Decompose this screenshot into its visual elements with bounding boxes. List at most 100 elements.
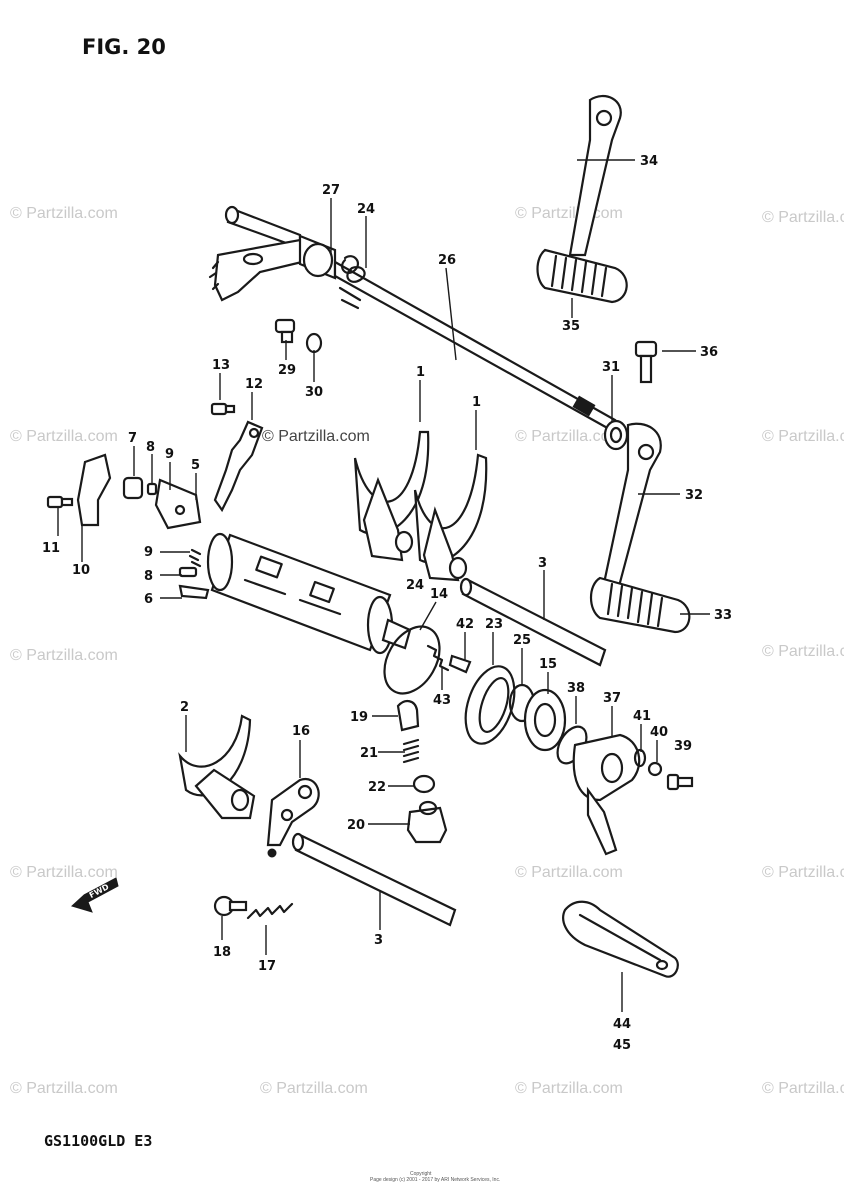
- callout: 16: [292, 724, 310, 739]
- callout: 7: [128, 431, 137, 446]
- callout: 25: [513, 633, 531, 648]
- shift-pedal-lower: [589, 422, 691, 634]
- callout: 31: [602, 360, 620, 375]
- watermark: © Partzilla.com: [515, 428, 623, 445]
- gearshift-fork-1b: [413, 453, 488, 582]
- fwd-label: FWD: [88, 882, 111, 900]
- watermark: © Partzilla.com: [10, 428, 118, 445]
- model-code: GS1100GLD E3: [44, 1132, 152, 1150]
- pin-18: [213, 895, 248, 917]
- watermark: © Partzilla.com: [10, 1080, 118, 1097]
- copyright-line: Page design (c) 2001 - 2017 by ARI Netwo…: [370, 1177, 500, 1183]
- callout: 32: [685, 488, 703, 503]
- callout: 14: [430, 587, 448, 602]
- watermark: © Partzilla.com: [260, 1080, 368, 1097]
- callout: 38: [567, 681, 585, 696]
- cover-37: [572, 733, 641, 856]
- leader-lines: [57, 159, 710, 1012]
- shift-arm-16: [266, 777, 320, 858]
- gearshift-fork-2: [178, 714, 256, 820]
- watermark: © Partzilla.com: [10, 647, 118, 664]
- watermark: © Partzilla.com: [762, 864, 844, 881]
- watermark: © Partzilla.com: [762, 428, 844, 445]
- gearshift-shaft-assembly: [208, 205, 617, 432]
- ring-41: [633, 748, 647, 768]
- callout: 5: [191, 458, 200, 473]
- callout: 24: [406, 578, 424, 593]
- bolt-29: [274, 318, 296, 344]
- callout: 23: [485, 617, 503, 632]
- figure-title: FIG. 20: [82, 35, 166, 59]
- callout: 33: [714, 608, 732, 623]
- callout: 21: [360, 746, 378, 761]
- watermark: © Partzilla.com: [515, 205, 623, 222]
- callout: 9: [144, 545, 153, 560]
- callout: 30: [305, 385, 323, 400]
- callout: 13: [212, 358, 230, 373]
- callout: 35: [562, 319, 580, 334]
- callout: 22: [368, 780, 386, 795]
- callout-numbers: 27 24 26 34 35 36 31 32 33 29 30 13 12 1…: [42, 154, 732, 1053]
- callout: 17: [258, 959, 276, 974]
- callout: 24: [357, 202, 375, 217]
- callout: 44: [613, 1017, 631, 1032]
- washer-31: [603, 419, 629, 451]
- callout: 1: [416, 365, 425, 380]
- watermark: © Partzilla.com: [10, 205, 118, 222]
- callout: 41: [633, 709, 651, 724]
- callout: 39: [674, 739, 692, 754]
- watermark: © Partzilla.com: [10, 864, 118, 881]
- shift-pedal-upper: [536, 94, 628, 304]
- callout: 8: [144, 569, 153, 584]
- watermark: © Partzilla.com: [515, 864, 623, 881]
- callout: 29: [278, 363, 296, 378]
- callout: 20: [347, 818, 365, 833]
- callout: 34: [640, 154, 658, 169]
- callout: 2: [180, 700, 189, 715]
- watermarks: © Partzilla.com © Partzilla.com © Partzi…: [10, 205, 844, 1097]
- bolt-39: [666, 773, 694, 791]
- watermark: © Partzilla.com: [762, 209, 844, 226]
- callout: 36: [700, 345, 718, 360]
- callout: 9: [165, 447, 174, 462]
- forward-arrow-icon: FWD: [71, 877, 119, 913]
- gearshift-fork-1a: [353, 430, 430, 562]
- bearing-15: [523, 688, 567, 752]
- callout: 3: [538, 556, 547, 571]
- watermark: © Partzilla.com: [262, 428, 370, 445]
- callout: 43: [433, 693, 451, 708]
- bolt-36: [634, 340, 658, 384]
- callout: 40: [650, 725, 668, 740]
- watermark: © Partzilla.com: [515, 1080, 623, 1097]
- gearshift-cam-drum: [206, 532, 412, 655]
- callout: 15: [539, 657, 557, 672]
- washer-40: [647, 761, 663, 777]
- pin-42: [448, 654, 472, 674]
- callout: 1: [472, 395, 481, 410]
- callout: 12: [245, 377, 263, 392]
- neutral-parts: [396, 700, 448, 844]
- callout: 6: [144, 592, 153, 607]
- callout: 19: [350, 710, 368, 725]
- callout: 11: [42, 541, 60, 556]
- callout: 26: [438, 253, 456, 268]
- spring-17: [246, 902, 294, 920]
- cam-stopper-parts: [46, 453, 210, 600]
- drive-ring-23: [464, 665, 516, 745]
- callout: 42: [456, 617, 474, 632]
- callout: 45: [613, 1038, 631, 1053]
- callout: 37: [603, 691, 621, 706]
- washer-30: [305, 332, 323, 354]
- stopper-plate-12: [213, 420, 264, 513]
- spring-43: [426, 644, 450, 672]
- watermark: © Partzilla.com: [762, 1080, 844, 1097]
- callout: 18: [213, 945, 231, 960]
- watermark: © Partzilla.com: [762, 643, 844, 660]
- foot-rest-44: [562, 900, 679, 978]
- callout: 10: [72, 563, 90, 578]
- callout: 27: [322, 183, 340, 198]
- callout: 8: [146, 440, 155, 455]
- bolt-13: [210, 402, 236, 416]
- copyright-line: Copyright: [410, 1171, 432, 1177]
